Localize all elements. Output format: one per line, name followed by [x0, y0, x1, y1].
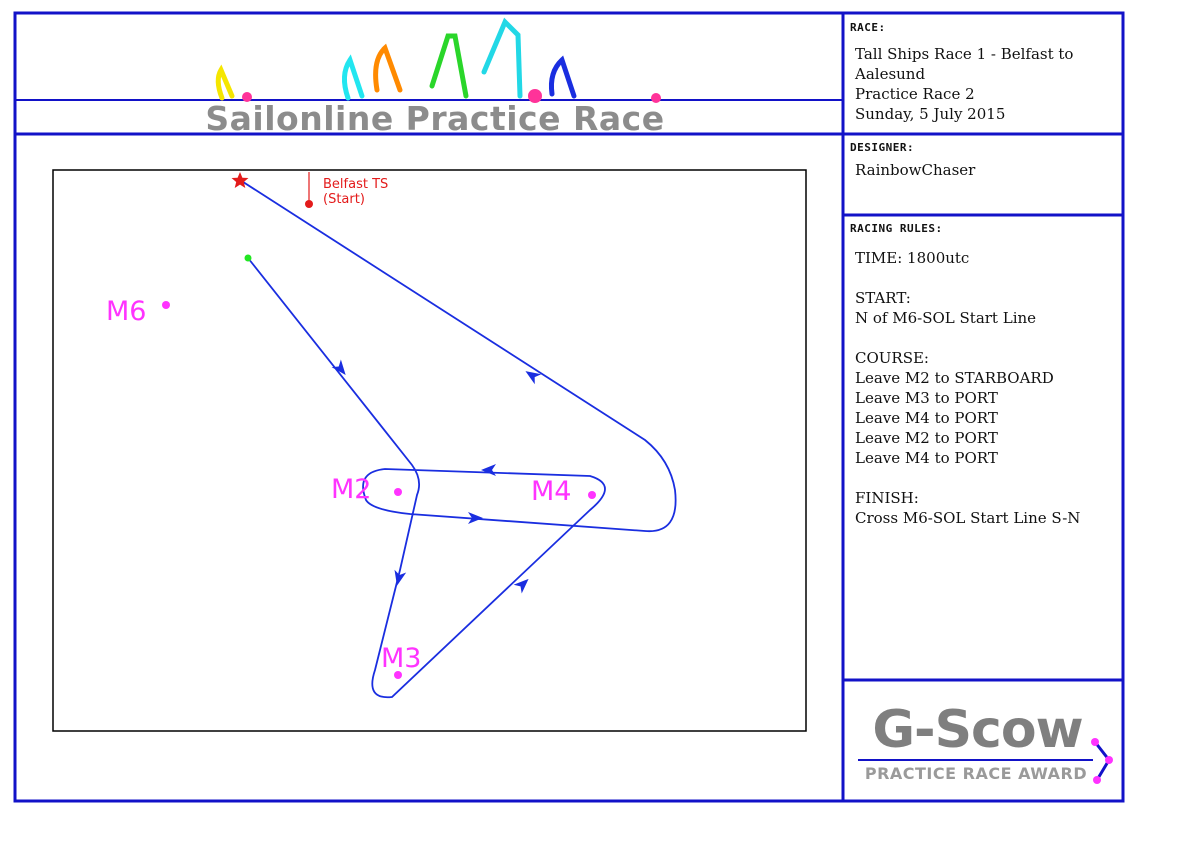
mark-m6-dot — [162, 301, 170, 309]
race-line: Tall Ships Race 1 - Belfast to — [855, 45, 1074, 63]
direction-arrow-icon — [481, 464, 496, 476]
mark-m4-dot — [588, 491, 596, 499]
designer-label: DESIGNER: — [850, 141, 915, 154]
mark-m3-dot — [394, 671, 402, 679]
rules-time: TIME: 1800utc — [855, 249, 970, 267]
course-leg: Leave M4 to PORT — [855, 449, 998, 467]
mark-m2-dot — [394, 488, 402, 496]
rules-finish-text: Cross M6-SOL Start Line S-N — [855, 509, 1081, 527]
mark-m3-label: M3 — [381, 643, 422, 674]
map-border — [52, 169, 807, 732]
course-map — [52, 169, 807, 732]
award-logo-graphic — [858, 738, 1113, 784]
header-logo-sails — [215, 17, 661, 103]
page-title: Sailonline Practice Race — [205, 99, 665, 138]
start-label-line2: (Start) — [323, 192, 365, 207]
course-leg: Leave M2 to PORT — [855, 429, 998, 447]
race-line: Practice Race 2 — [855, 85, 975, 103]
rules-course-heading: COURSE: — [855, 349, 929, 367]
rules-body: TIME: 1800utc START: N of M6-SOL Start L… — [855, 248, 1080, 528]
start-label: Belfast TS (Start) — [323, 177, 388, 207]
course-leg: Leave M2 to STARBOARD — [855, 369, 1054, 387]
direction-arrow-icon — [331, 359, 346, 375]
start-label-line1: Belfast TS — [323, 177, 389, 192]
direction-arrow-icon — [394, 569, 407, 586]
course-leg: Leave M3 to PORT — [855, 389, 998, 407]
race-label: RACE: — [850, 21, 886, 34]
award-logo-title: G-Scow — [872, 700, 1083, 760]
race-line: Aalesund — [855, 65, 926, 83]
designer-name: RainbowChaser — [855, 161, 976, 179]
start-star-icon — [231, 172, 249, 188]
race-line: Sunday, 5 July 2015 — [855, 105, 1006, 123]
race-details: Tall Ships Race 1 - Belfast to Aalesund … — [855, 44, 1073, 124]
course-leg: Leave M4 to PORT — [855, 409, 998, 427]
direction-arrow-icon — [468, 512, 483, 524]
start-pointer-dot — [305, 200, 313, 208]
course-route — [239, 179, 677, 699]
rules-finish-heading: FINISH: — [855, 489, 919, 507]
direction-arrow-icon — [513, 578, 529, 594]
direction-arrow-icon — [525, 371, 542, 385]
course-arrows — [331, 359, 542, 594]
mark-m6-label: M6 — [106, 296, 147, 327]
mark-m4-label: M4 — [531, 476, 572, 507]
mark-m2-label: M2 — [331, 474, 372, 505]
rules-start-heading: START: — [855, 289, 911, 307]
rules-label: RACING RULES: — [850, 222, 943, 235]
award-logo-subtitle: PRACTICE RACE AWARD — [864, 764, 1088, 783]
rules-start-text: N of M6-SOL Start Line — [855, 309, 1037, 327]
route-origin-dot — [244, 254, 252, 262]
